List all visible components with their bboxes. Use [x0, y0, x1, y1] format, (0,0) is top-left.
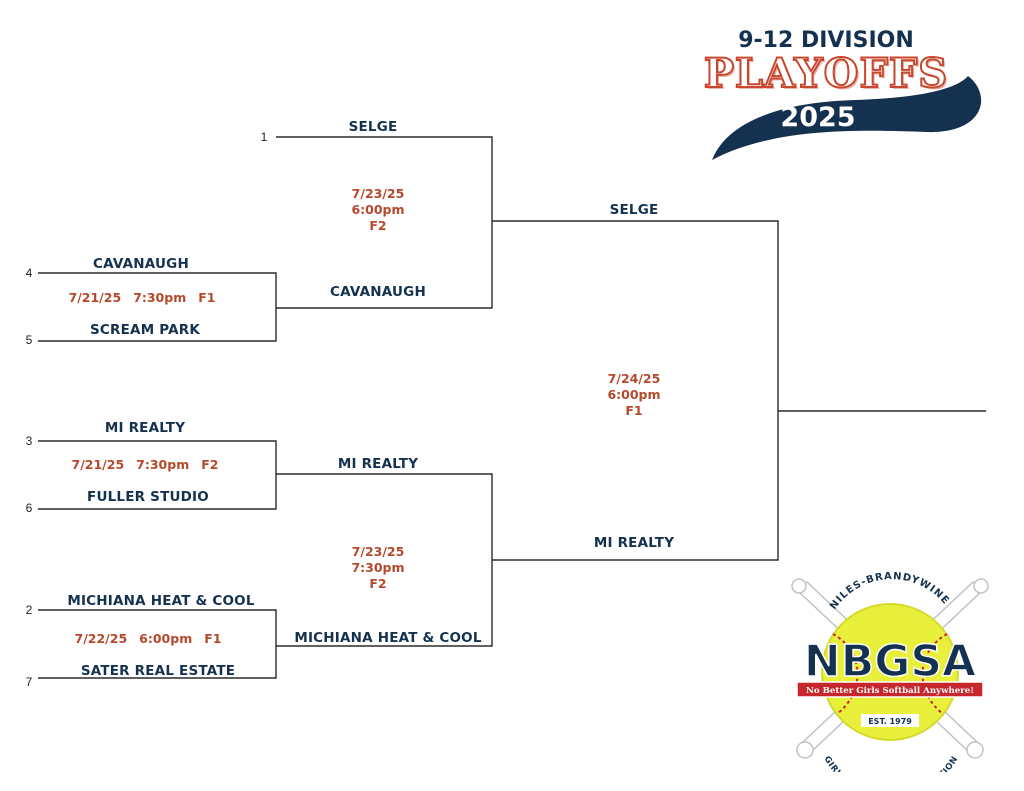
division-title: 9-12 DIVISION: [738, 28, 914, 53]
schedule-final-field: F1: [625, 403, 643, 418]
schedule-game-c: 7/22/25 6:00pm F1: [69, 631, 228, 647]
softball-icon: [821, 603, 959, 741]
schedule-game-a: 7/21/25 7:30pm F1: [63, 290, 222, 306]
seed-6: 6: [25, 501, 33, 515]
schedule-semi-b-time: 7:30pm: [351, 560, 405, 575]
seed-7: 7: [25, 675, 33, 689]
team-sater-real-estate: SATER REAL ESTATE: [80, 663, 236, 679]
team-mi-realty-final: MI REALTY: [593, 535, 675, 551]
nbgsa-logo: NILES-BRANDYWINE GIRLS SOFTBALL ASSOCIAT…: [791, 572, 989, 772]
logo-est: EST. 1979: [868, 717, 912, 726]
schedule-final-date: 7/24/25: [607, 371, 661, 386]
bracket-line-final: [492, 220, 779, 561]
logo-arc-bottom: GIRLS SOFTBALL ASSOCIATION: [822, 755, 960, 772]
schedule-game-a-time: 7:30pm: [133, 290, 187, 305]
schedule-semi-b: 7/23/25 7:30pm F2: [351, 544, 404, 592]
title-block: 9-12 DIVISION PLAYOFFS 2025: [686, 24, 986, 164]
schedule-semi-a-time: 6:00pm: [351, 202, 405, 217]
seed-2: 2: [25, 603, 33, 617]
svg-text:GIRLS SOFTBALL ASSOCIATION: GIRLS SOFTBALL ASSOCIATION: [822, 755, 961, 772]
schedule-game-b-field: F2: [201, 457, 219, 472]
schedule-game-c-time: 6:00pm: [139, 631, 193, 646]
team-selge-final: SELGE: [609, 202, 659, 218]
team-cavanaugh-semi: CAVANAUGH: [330, 284, 426, 300]
team-cavanaugh-r1: CAVANAUGH: [93, 256, 189, 272]
team-scream-park: SCREAM PARK: [90, 322, 200, 338]
bracket-line-game-a: [38, 272, 277, 342]
logo-tagline: No Better Girls Softball Anywhere!: [806, 686, 974, 696]
schedule-semi-a: 7/23/25 6:00pm F2: [351, 186, 404, 234]
schedule-semi-a-field: F2: [369, 218, 387, 233]
bracket-line-game-b: [38, 440, 277, 510]
playoffs-title: PLAYOFFS: [703, 49, 949, 98]
swoosh-graphic: [712, 76, 982, 160]
team-michiana-r1: MICHIANA HEAT & COOL: [67, 593, 255, 609]
team-fuller-studio: FULLER STUDIO: [87, 489, 209, 505]
schedule-game-b: 7/21/25 7:30pm F2: [66, 457, 225, 473]
schedule-game-b-date: 7/21/25: [71, 457, 125, 472]
seed-4: 4: [25, 266, 33, 280]
schedule-game-c-field: F1: [204, 631, 222, 646]
seed-3: 3: [25, 434, 33, 448]
schedule-final: 7/24/25 6:00pm F1: [607, 371, 660, 419]
schedule-game-a-date: 7/21/25: [68, 290, 122, 305]
team-mi-realty-r1: MI REALTY: [104, 420, 186, 436]
schedule-semi-b-field: F2: [369, 576, 387, 591]
logo-name: NBGSA: [804, 636, 976, 687]
schedule-final-time: 6:00pm: [607, 387, 661, 402]
schedule-game-b-time: 7:30pm: [136, 457, 190, 472]
schedule-semi-a-date: 7/23/25: [351, 186, 405, 201]
schedule-game-c-date: 7/22/25: [74, 631, 128, 646]
seed-1: 1: [260, 130, 268, 144]
team-mi-realty-semi: MI REALTY: [337, 456, 419, 472]
bracket-line-game-c: [38, 609, 277, 679]
schedule-semi-b-date: 7/23/25: [351, 544, 405, 559]
schedule-game-a-field: F1: [198, 290, 216, 305]
team-selge-semi: SELGE: [348, 119, 398, 135]
seed-5: 5: [25, 333, 33, 347]
team-michiana-semi: MICHIANA HEAT & COOL: [294, 630, 482, 646]
bracket-line-seed1: [276, 136, 493, 309]
year-title: 2025: [780, 102, 856, 133]
